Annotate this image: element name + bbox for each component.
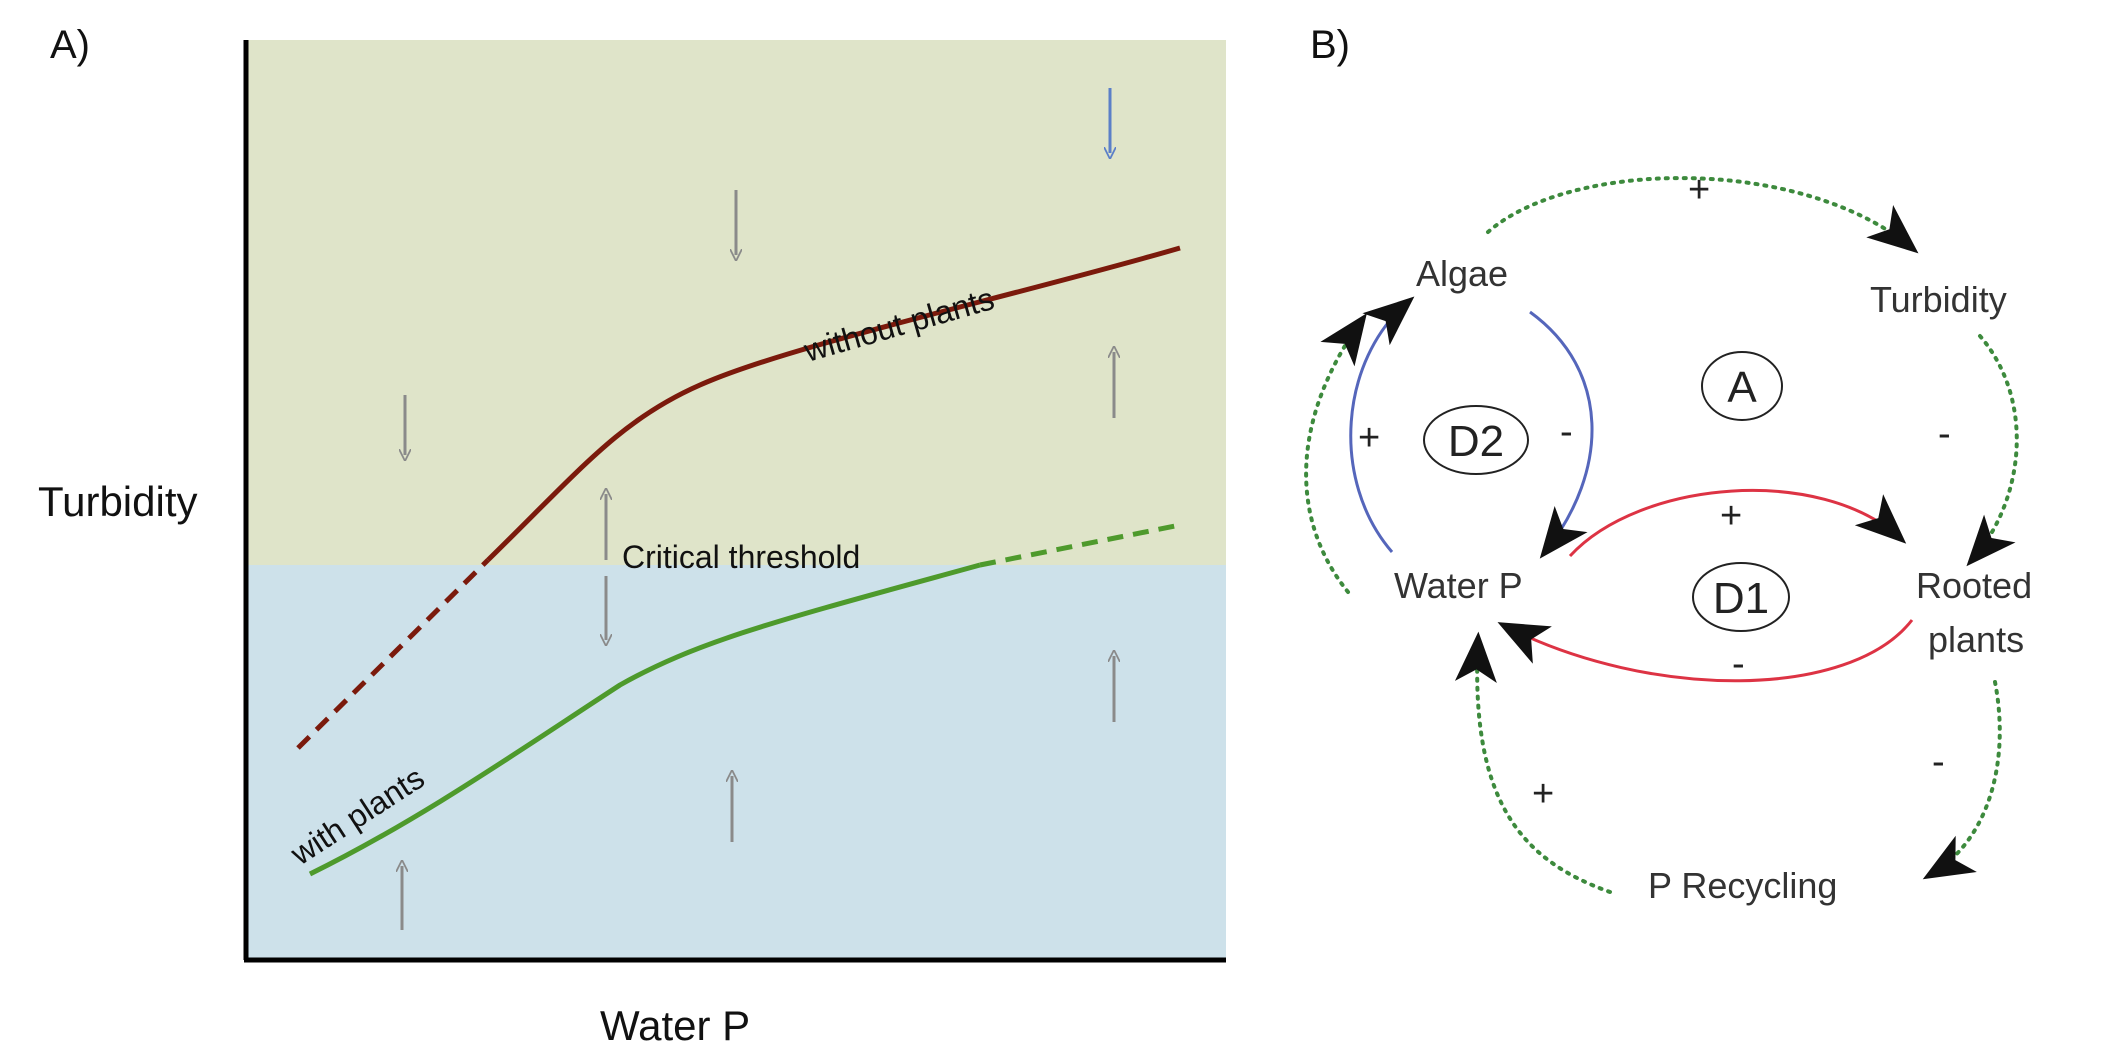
y-axis-title: Turbidity [38, 478, 198, 525]
algae-to-turbidity-arrow [1486, 176, 1919, 254]
panel-b: B) Algae Turbidity Water P Rooted plants… [1304, 23, 2032, 906]
with-plants-curve [308, 562, 981, 877]
waterp-to-algae-arrow [1349, 296, 1415, 553]
sign-turbidity-rooted: - [1938, 413, 1951, 455]
panel-a: A) Turbidity Water P without plants with… [38, 23, 1226, 1049]
node-rooted-plants-line1: Rooted [1916, 565, 2032, 606]
rooted-to-waterp-arrow [1497, 619, 1914, 683]
loop-d1-ellipse [1692, 562, 1790, 632]
turbidity-to-rooted-arrow [1966, 334, 2019, 567]
node-water-p: Water P [1394, 565, 1523, 606]
recycling-to-waterp-arrow [1454, 631, 1612, 894]
with-plants-unstable-branch [979, 522, 1181, 568]
sign-rooted-waterp: - [1732, 643, 1745, 685]
algae-to-waterp-arrow [1529, 310, 1594, 559]
sign-waterp-algae: + [1358, 417, 1380, 459]
panel-b-label: B) [1310, 23, 1350, 67]
loop-a-label: A [1727, 363, 1757, 412]
sign-rooted-recycling: - [1932, 741, 1945, 783]
node-turbidity: Turbidity [1870, 279, 2007, 320]
without-plants-unstable-branch [296, 558, 490, 750]
rooted-to-recycling-arrow [1922, 680, 2002, 880]
loop-a-ellipse [1701, 351, 1783, 421]
panel-a-label: A) [50, 23, 90, 67]
x-axis-title: Water P [600, 1002, 750, 1049]
loop-d1-label: D1 [1713, 574, 1769, 623]
waterp-to-algae-dotted-arrow [1304, 313, 1367, 594]
node-algae: Algae [1416, 253, 1508, 294]
node-rooted-plants-line2: plants [1928, 619, 2024, 660]
loop-d2-ellipse [1423, 405, 1529, 475]
critical-threshold-label: Critical threshold [622, 539, 860, 575]
node-p-recycling: P Recycling [1648, 865, 1837, 906]
sign-algae-waterp: - [1560, 411, 1573, 453]
sign-recycling-waterp: + [1532, 773, 1554, 815]
turbid-state-zone [246, 40, 1226, 565]
without-plants-curve [486, 245, 1181, 562]
loop-d2-label: D2 [1448, 417, 1504, 466]
waterp-to-rooted-arrow [1568, 488, 1907, 558]
sign-waterp-rooted: + [1720, 495, 1742, 537]
sign-algae-turbidity: + [1688, 169, 1710, 211]
clear-state-zone [246, 565, 1226, 960]
